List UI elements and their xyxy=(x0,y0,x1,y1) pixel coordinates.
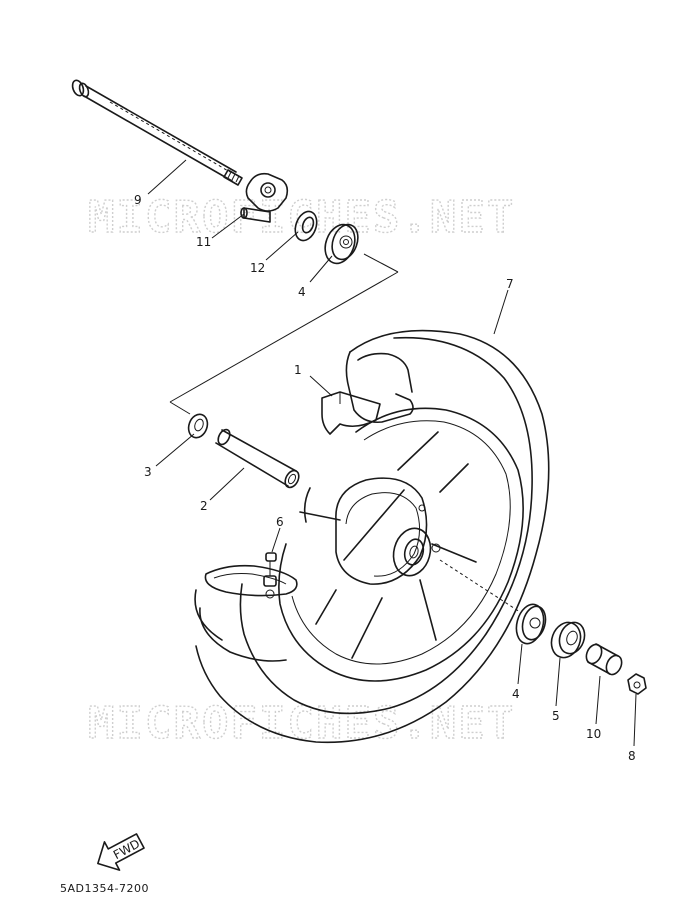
callout-4-upper: 4 xyxy=(298,285,306,299)
part-oil-seal xyxy=(294,210,318,242)
axle-center-lines xyxy=(169,253,521,613)
watermark-bottom: MICROFICHES.NET xyxy=(88,698,515,749)
part-speedometer-gear xyxy=(240,172,289,223)
part-collar xyxy=(187,413,209,439)
part-oil-seal-lower xyxy=(550,621,586,659)
callout-7: 7 xyxy=(506,277,514,291)
watermark-top: MICROFICHES.NET xyxy=(88,192,515,243)
part-collar-lower xyxy=(585,643,623,676)
callout-6: 6 xyxy=(276,515,284,529)
callout-11: 11 xyxy=(196,235,211,249)
part-spacer xyxy=(215,428,300,489)
callout-9: 9 xyxy=(134,193,142,207)
callout-2: 2 xyxy=(200,499,208,513)
callout-10: 10 xyxy=(586,727,601,741)
callout-12: 12 xyxy=(250,261,265,275)
leader-lines xyxy=(147,159,637,747)
fwd-arrow: FWD xyxy=(97,833,145,871)
callout-4-lower: 4 xyxy=(512,687,520,701)
callout-8: 8 xyxy=(628,749,636,763)
part-valve xyxy=(263,552,277,599)
part-tire-wheel xyxy=(194,329,550,744)
callout-3: 3 xyxy=(144,465,152,479)
fwd-label: FWD xyxy=(111,837,142,863)
callout-5: 5 xyxy=(552,709,560,723)
diagram-code: 5AD1354-7200 xyxy=(60,882,149,895)
part-nut xyxy=(627,673,647,695)
part-axle-shaft xyxy=(71,79,243,186)
part-bearing-upper xyxy=(324,223,359,265)
part-bearing-lower xyxy=(515,603,547,645)
callout-1: 1 xyxy=(294,363,302,377)
part-wheel-hub xyxy=(303,477,441,585)
